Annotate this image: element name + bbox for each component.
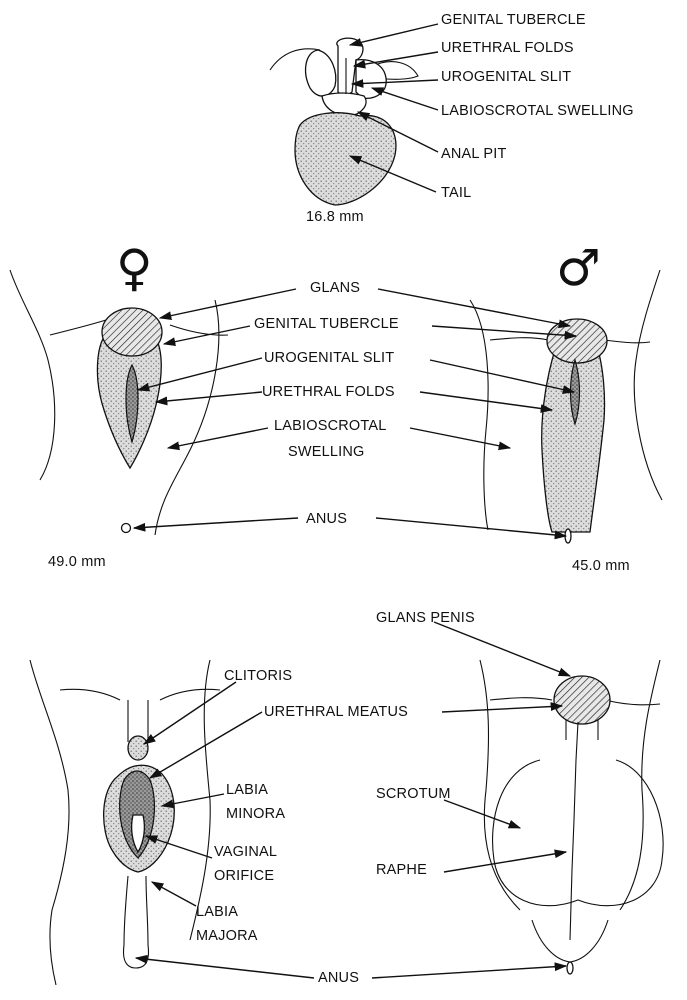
stage2-female-size-label: 49.0 mm: [48, 554, 106, 570]
stage-3-pointers: [134, 621, 572, 979]
stage3-label-labia-minora-line1: LABIA: [226, 782, 268, 798]
female-symbol-icon: ♀: [116, 239, 153, 297]
male2-inguinal-left: [489, 337, 549, 341]
male3-raphe-line: [569, 721, 579, 941]
male2-thigh-left: [469, 299, 489, 531]
stage1-label-labioscrotal-swelling: LABIOSCROTAL SWELLING: [441, 103, 634, 119]
female3-thigh-left: [29, 659, 70, 986]
male3-thigh-right: [619, 659, 661, 911]
stage3-label-glans-penis: GLANS PENIS: [376, 610, 475, 626]
stage3-label-labia-minora-line2: MINORA: [226, 806, 285, 822]
male3-thigh-left: [479, 659, 521, 911]
stage1-label-urogenital-slit: UROGENITAL SLIT: [441, 69, 571, 85]
male3-inguinal-left: [489, 697, 553, 701]
stage1-label-tail: TAIL: [441, 185, 471, 201]
stage1-label-urethral-folds: URETHRAL FOLDS: [441, 40, 574, 56]
male2-thigh-right: [633, 269, 663, 501]
female2-anus-shape: [120, 522, 132, 534]
stage2-label-labioscrotal-line2: SWELLING: [288, 444, 365, 460]
stage1-tail-shape: [294, 112, 397, 206]
stage1-label-anal-pit: ANAL PIT: [441, 146, 507, 162]
stage-2-female: [9, 269, 229, 536]
stage1-label-genital-tubercle: GENITAL TUBERCLE: [441, 12, 586, 28]
stage3-label-raphe: RAPHE: [376, 862, 427, 878]
male-symbol-icon: ♂: [556, 239, 601, 297]
stage2-label-labioscrotal-line1: LABIOSCROTAL: [274, 418, 387, 434]
stage1-limb-right: [374, 61, 419, 80]
stage1-size-label: 16.8 mm: [306, 209, 364, 225]
male3-anus-shape: [566, 961, 574, 975]
male2-glans-shape: [546, 318, 608, 364]
stage1-perineum-shape: [321, 92, 367, 117]
female2-thigh-left: [9, 269, 56, 481]
female2-thigh-right: [154, 299, 220, 536]
stage2-label-anus: ANUS: [306, 511, 347, 527]
stage-3-male: [479, 659, 664, 975]
stage3-label-labia-majora-line1: LABIA: [196, 904, 238, 920]
stage1-body-contour-left: [269, 48, 321, 71]
female3-clitoris-shape: [127, 735, 149, 761]
stage3-label-clitoris: CLITORIS: [224, 668, 292, 684]
female2-glans-shape: [101, 307, 163, 357]
female3-inguinal-left: [59, 688, 121, 701]
female2-inguinal-left: [49, 319, 107, 336]
stage-3-female: [29, 659, 221, 986]
stage2-label-urogenital-slit: UROGENITAL SLIT: [264, 350, 394, 366]
stage-2-pointers: [132, 288, 578, 540]
stage3-label-anus: ANUS: [318, 970, 359, 986]
female3-inguinal-right: [159, 688, 221, 701]
stage1-left-limb-bud: [304, 49, 337, 97]
stage3-label-labia-majora-line2: MAJORA: [196, 928, 258, 944]
stage2-label-urethral-folds: URETHRAL FOLDS: [262, 384, 395, 400]
female2-inguinal-right: [169, 324, 229, 336]
stage3-label-urethral-meatus: URETHRAL MEATUS: [264, 704, 408, 720]
stage2-label-genital-tubercle: GENITAL TUBERCLE: [254, 316, 399, 332]
stage2-label-glans: GLANS: [310, 280, 360, 296]
male3-inguinal-right: [605, 699, 661, 706]
stage2-male-size-label: 45.0 mm: [572, 558, 630, 574]
female3-vaginal-orifice-shape: [131, 814, 145, 854]
male3-scrotum-shape: [491, 759, 664, 907]
stage-2-male: [469, 269, 663, 544]
male2-inguinal-right: [603, 339, 651, 344]
stage3-label-vaginal-orifice-line2: ORIFICE: [214, 868, 274, 884]
female3-perineum-shape: [122, 875, 150, 969]
male3-glans-penis-shape: [553, 675, 611, 725]
stage-1-pointers: [348, 23, 439, 193]
stage3-label-vaginal-orifice-line1: VAGINAL: [214, 844, 277, 860]
female3-thigh-right: [189, 659, 211, 941]
stage-1-embryo: [269, 37, 419, 206]
stage3-label-scrotum: SCROTUM: [376, 786, 451, 802]
